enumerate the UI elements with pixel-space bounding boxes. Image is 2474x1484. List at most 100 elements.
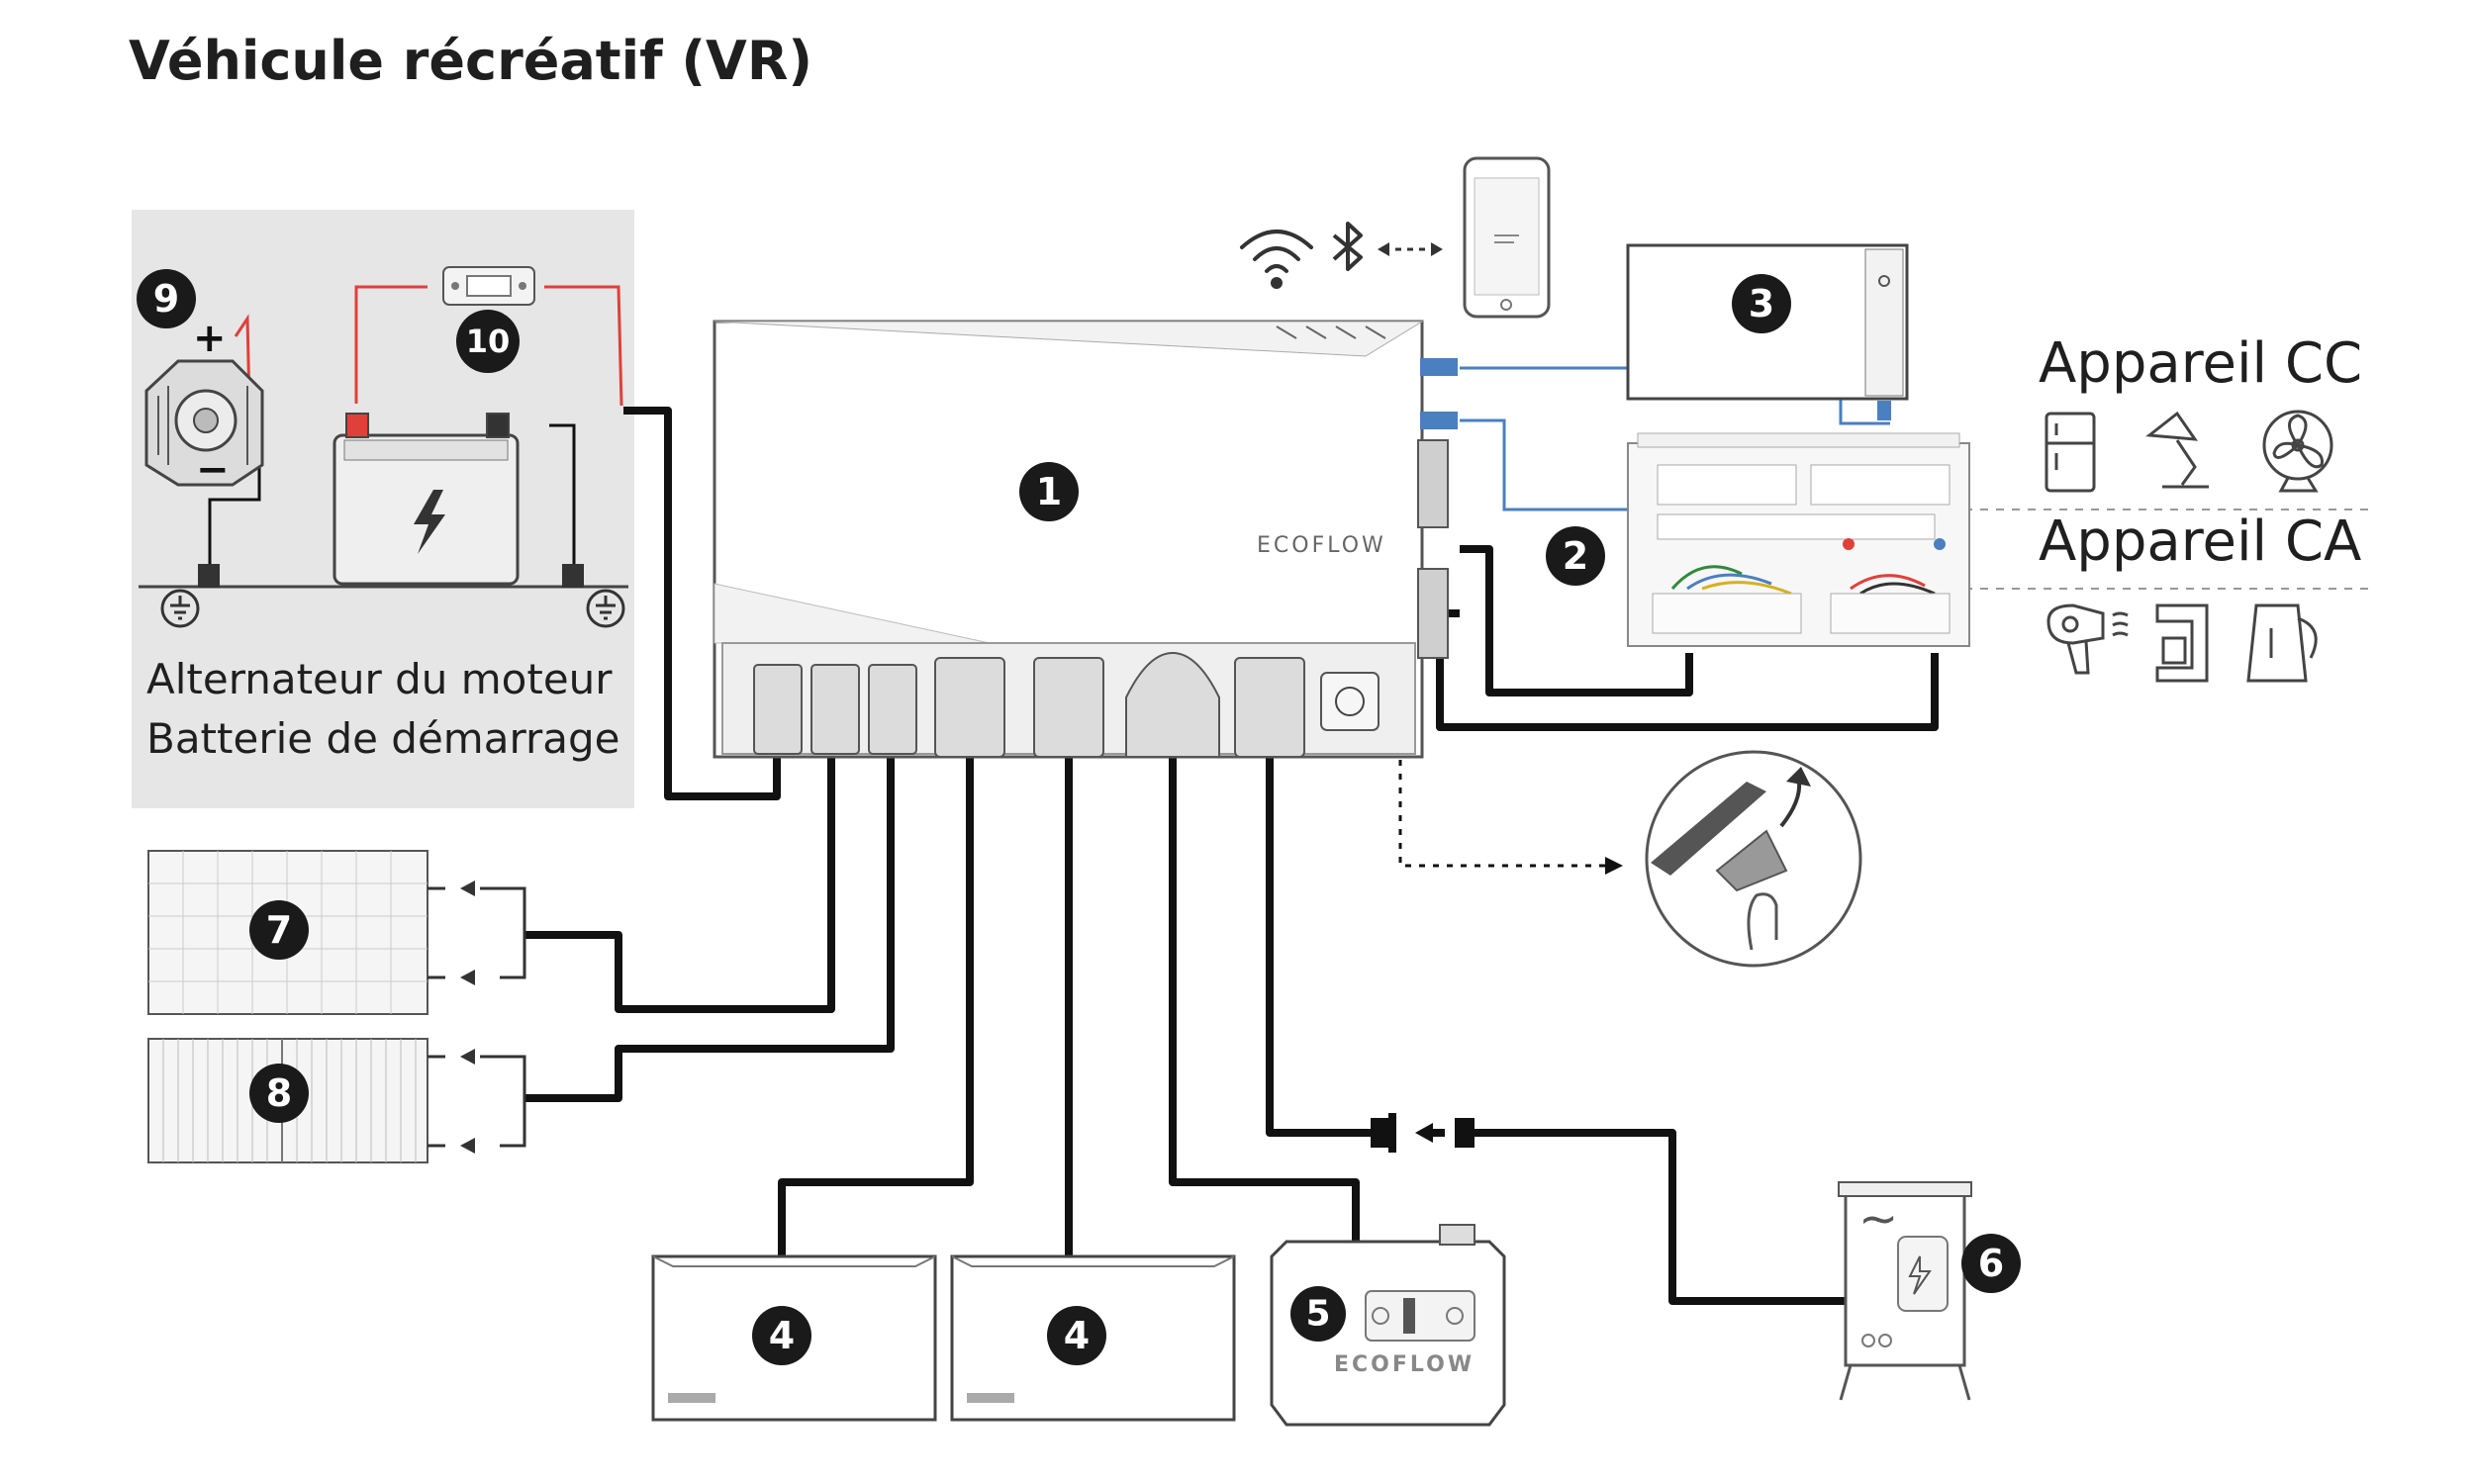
smart-generator: ECOFLOW [1270,1224,1506,1427]
distribution-panel [1627,432,1970,647]
panel-wiring [1670,565,1936,596]
badge-1-label: 1 [1036,470,1062,513]
hub-side-port-lower[interactable] [1417,568,1449,659]
closeup-arrow-head [1786,767,1811,787]
ac-wave-symbol: ~ [1858,1191,1898,1247]
generator-switch[interactable] [1403,1298,1415,1334]
generator-cable [1169,737,1360,1256]
closeup-power-button[interactable] [1715,829,1788,892]
hub-vent [1335,325,1357,339]
wireless-arrow-right [1431,242,1443,256]
panel-terminal-row [1657,513,1936,540]
ground-icon [160,589,200,628]
ac-source-top [1838,1181,1972,1197]
fuse-terminal-right [519,282,526,290]
badge-7: 7 [249,900,309,960]
hub-port-solar-1[interactable] [810,664,860,755]
lamp-icon [2145,411,2209,489]
shore-plug-flange [1388,1113,1396,1153]
panel-wire-black [1859,582,1936,596]
hair-dryer-icon [2046,603,2129,675]
vehicle-ground-wires [208,423,576,569]
hub-port-battery-1[interactable] [934,657,1005,758]
power-button-closeup [1645,750,1862,968]
panel-wire-yellow [1701,581,1792,596]
hub-vent [1365,325,1386,339]
dc-battery-unit [1626,243,1909,420]
engine-alternator-label: Alternateur du moteur [146,655,613,703]
fan-icon [2262,410,2333,493]
hub-comm-port-2[interactable] [1420,412,1458,429]
connectivity [1240,156,1551,319]
mc4-arrow [460,1049,475,1065]
panel-top-rail [1637,432,1960,448]
extra-battery-left-logo [668,1393,715,1403]
badge-9: 9 [137,269,196,328]
kettle-icon [2246,603,2318,683]
appliance-dividers [1964,509,2370,590]
starter-battery-cable [623,407,781,800]
badge-7-label: 7 [266,908,292,952]
shore-input-cable [1266,757,1371,1137]
extra-battery-middle-logo [967,1393,1014,1403]
ac-source-knob-2 [1878,1334,1892,1347]
fridge-icon [2045,412,2096,493]
alternator-hub [193,408,219,433]
page-title: Véhicule récréatif (VR) [129,30,813,92]
hub-to-panel-cable-1 [1460,545,1693,696]
solar-connectors [460,881,475,1154]
hub-port-battery-2[interactable] [1033,657,1104,758]
starter-battery [333,413,520,586]
plus-sign: + [193,316,227,361]
panel-breakers [1657,464,1951,540]
extra-battery-left-lid [652,1255,936,1267]
alternator-fins [157,386,248,465]
battery-4-left-cable [778,757,974,1256]
mc4-arrow [460,1138,475,1154]
dc-battery-comm-port[interactable] [1877,401,1891,420]
solar-leads [428,886,526,1148]
panel-indicator-blue [1934,538,1946,550]
alternator [144,359,264,487]
battery-to-fuse-wire [354,285,428,404]
shore-plug-connector [1455,1118,1475,1148]
hub-side-port-upper[interactable] [1417,439,1449,528]
hub-vent [1305,325,1327,339]
panel-indicator-red [1843,538,1855,550]
starter-battery-negative [486,413,510,438]
number-badges: 1 2 3 4 4 5 6 [137,269,2021,1365]
badge-2: 2 [1546,526,1605,586]
dc-appliances [2045,410,2333,493]
generator-outlet[interactable] [1446,1307,1464,1325]
dc-battery-side-panel [1864,248,1904,397]
hub-port-shore[interactable] [1234,657,1305,758]
starter-battery-label: Batterie de démarrage [146,714,620,763]
badge-9-label: 9 [153,277,179,321]
generator-knob[interactable] [1372,1307,1389,1325]
badge-1: 1 [1019,462,1079,521]
shore-plug-inlet [1371,1118,1388,1148]
badge-3: 3 [1732,274,1791,333]
shore-plug-arrow [1415,1123,1433,1143]
fuse-holder [442,266,535,306]
closeup-finger [1747,892,1778,951]
starter-battery-lid [343,439,509,461]
closeup-press-arrow [1779,781,1802,828]
hub-port-solar-2[interactable] [868,664,917,755]
fuse-window [466,275,512,297]
hub-port-alt[interactable] [753,664,803,755]
mc4-arrow [460,970,475,985]
solar-panel-7-cable [524,757,835,1013]
bluetooth-icon [1332,222,1363,271]
wifi-icon [1240,230,1313,273]
minus-sign: − [196,447,230,493]
pointer-arrow-head [1605,857,1623,875]
alternator-ground-terminal [198,564,220,588]
hub-port-generator[interactable] [1125,651,1220,758]
panel-wire-green [1670,565,1743,590]
dc-battery-button [1878,275,1890,287]
hub-outlet[interactable] [1320,672,1380,731]
hub-comm-port-1[interactable] [1420,358,1458,376]
dc-cables [524,407,1939,1305]
